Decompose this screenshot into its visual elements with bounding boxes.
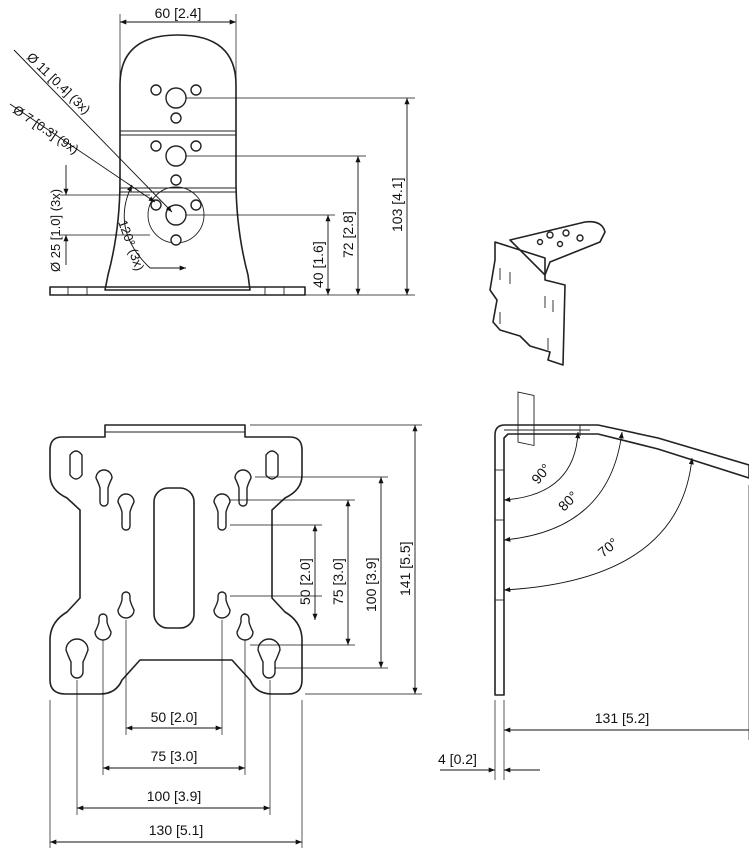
angle-80: 80° xyxy=(555,488,581,514)
front-hole-large-1 xyxy=(165,87,187,109)
iso-plate xyxy=(489,241,566,366)
plate-view: 50 [2.0] 75 [3.0] 100 [3.9] 130 [5.1] 50… xyxy=(49,424,422,848)
dim-thickness-4: 4 [0.2] xyxy=(438,751,477,767)
side-view: 90° 80° 70° 131 [5.2] 4 [0.2] xyxy=(438,424,749,780)
note-angle-120: 120° (3x) xyxy=(115,218,147,273)
dim-height-40: 40 [1.6] xyxy=(310,241,326,288)
side-profile xyxy=(494,424,749,696)
note-hole-7mm: Ø 7 [0.3] (9x) xyxy=(10,102,81,157)
note-hole-11mm: Ø 11 [0.4] (3x) xyxy=(24,49,94,117)
dim-v-75: 75 [3.0] xyxy=(330,558,346,605)
front-base-flange xyxy=(49,286,306,296)
dim-width-60: 60 [2.4] xyxy=(155,5,202,21)
dim-depth-131: 131 [5.2] xyxy=(595,710,650,726)
angle-70: 70° xyxy=(595,534,622,560)
note-center-dia: Ø 25 [1.0] (3x) xyxy=(48,189,63,272)
iso-top-flange xyxy=(509,220,606,276)
front-view: 60 [2.4] Ø 11 [0.4] (3x) Ø 7 [0.3] (9x) … xyxy=(9,5,415,296)
dim-v-100: 100 [3.9] xyxy=(363,558,379,613)
dim-h-100: 100 [3.9] xyxy=(147,788,202,804)
dim-h-50: 50 [2.0] xyxy=(151,709,198,725)
dim-height-103: 103 [4.1] xyxy=(389,178,405,233)
dim-h-75: 75 [3.0] xyxy=(151,748,198,764)
isometric-view xyxy=(489,220,606,447)
plate-keyholes xyxy=(65,469,281,679)
plate-center-slot xyxy=(153,487,195,629)
dim-height-72: 72 [2.8] xyxy=(340,211,356,258)
front-bracket-outline xyxy=(104,34,251,291)
plate-outline xyxy=(49,424,303,695)
dim-h-130: 130 [5.1] xyxy=(149,822,204,838)
dim-v-50: 50 [2.0] xyxy=(297,558,313,605)
front-hole-large-3 xyxy=(165,204,187,226)
front-hole-large-2 xyxy=(165,145,187,167)
angle-90: 90° xyxy=(528,460,554,487)
dim-v-141: 141 [5.5] xyxy=(397,542,413,597)
